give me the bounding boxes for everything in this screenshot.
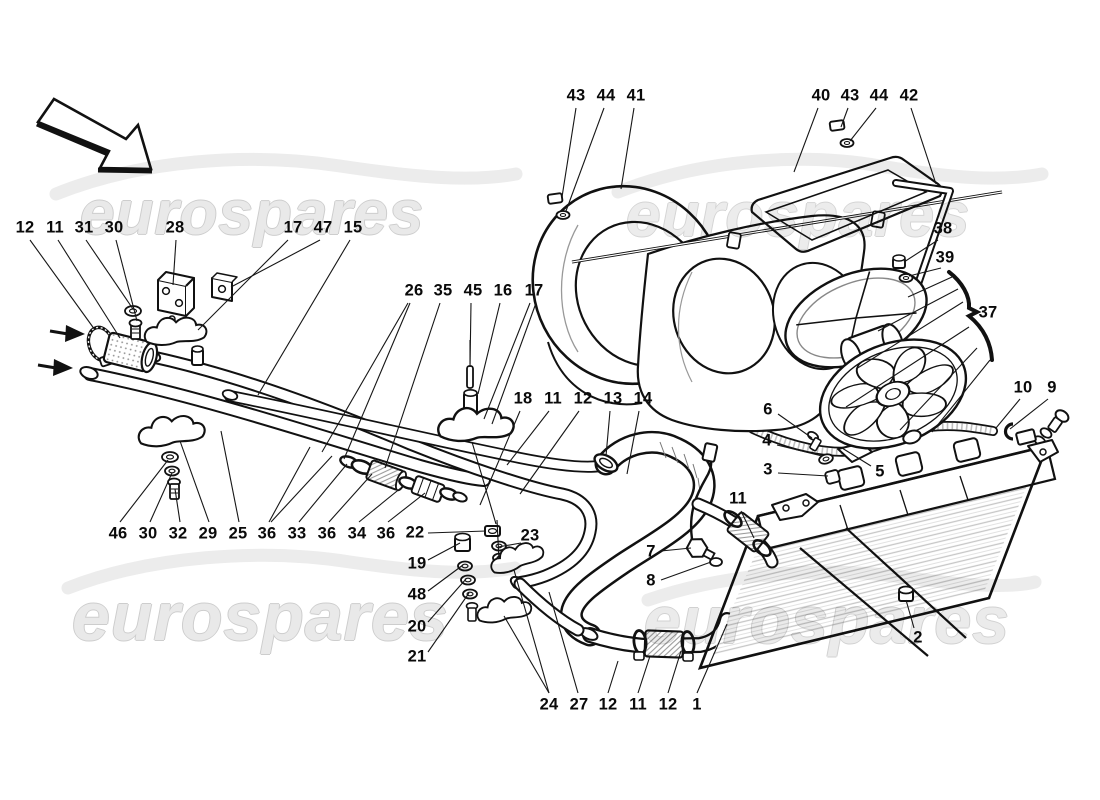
- pipe-27: [513, 577, 585, 637]
- part-number-6: 6: [763, 400, 773, 419]
- shroud-support-rod: [571, 190, 1003, 264]
- water-pipe-front: [79, 365, 491, 487]
- part-number-47: 47: [313, 218, 333, 237]
- part-number-44: 44: [869, 86, 889, 105]
- part-number-37: 37: [978, 303, 998, 322]
- part-number-27: 27: [569, 695, 589, 714]
- part-number-10: 10: [1013, 378, 1033, 397]
- part-number-36: 36: [317, 524, 337, 543]
- part-number-40: 40: [811, 86, 831, 105]
- part-number-45: 45: [463, 281, 483, 300]
- washers-bolt-46-30-32: [161, 451, 181, 500]
- part-number-13: 13: [603, 389, 623, 408]
- nut-43b: [828, 119, 846, 132]
- flow-arrow-right-lower-icon: [37, 359, 73, 376]
- part-number-16: 16: [493, 281, 513, 300]
- part-number-17: 17: [283, 218, 303, 237]
- part-number-38: 38: [933, 219, 953, 238]
- part-number-11: 11: [46, 218, 64, 237]
- part-number-30: 30: [104, 218, 124, 237]
- part-number-43: 43: [566, 86, 586, 105]
- transfer-pipe: [221, 389, 606, 473]
- part-number-4: 4: [762, 431, 772, 450]
- part-number-14: 14: [633, 389, 653, 408]
- part-number-30: 30: [138, 524, 158, 543]
- part-number-11: 11: [629, 695, 647, 714]
- hose-clip-9: [1003, 422, 1014, 441]
- radiator-core-fins: [712, 458, 1038, 656]
- bleed-screw-9-area: [1027, 409, 1070, 463]
- part-number-8: 8: [646, 571, 656, 590]
- part-number-12: 12: [658, 695, 678, 714]
- spacer-47b: [191, 345, 204, 366]
- part-number-33: 33: [287, 524, 307, 543]
- part-number-28: 28: [165, 218, 185, 237]
- nut-43a: [546, 192, 564, 205]
- part-number-41: 41: [626, 86, 646, 105]
- part-number-12: 12: [15, 218, 35, 237]
- part-number-29: 29: [198, 524, 218, 543]
- radiator-inlet-tube: [691, 497, 779, 569]
- part-number-23: 23: [520, 526, 540, 545]
- plate-47: [211, 272, 238, 302]
- part-number-44: 44: [596, 86, 616, 105]
- part-number-9: 9: [1047, 378, 1057, 397]
- part-number-34: 34: [347, 524, 367, 543]
- part-number-39: 39: [935, 248, 955, 267]
- bottom-hose-run: [579, 612, 735, 662]
- shroud-fasteners: [546, 119, 914, 283]
- part-number-12: 12: [573, 389, 593, 408]
- part-number-7: 7: [646, 542, 656, 561]
- nut-22: [484, 525, 501, 537]
- part-number-24: 24: [539, 695, 559, 714]
- part-number-31: 31: [74, 218, 94, 237]
- part-number-15: 15: [343, 218, 363, 237]
- part-number-26: 26: [404, 281, 424, 300]
- part-number-43: 43: [840, 86, 860, 105]
- part-number-12: 12: [598, 695, 618, 714]
- part-number-36: 36: [257, 524, 277, 543]
- part-number-2: 2: [913, 628, 923, 647]
- part-number-18: 18: [513, 389, 533, 408]
- flow-arrow-right-upper-icon: [49, 325, 85, 342]
- part-number-20: 20: [407, 617, 427, 636]
- part-number-36: 36: [376, 524, 396, 543]
- coupling-sleeves: [339, 455, 468, 503]
- leader-lines: [29, 107, 1049, 694]
- part-number-11: 11: [544, 389, 562, 408]
- part-number-5: 5: [875, 462, 885, 481]
- thermo-switch-7: [685, 442, 723, 567]
- part-number-32: 32: [168, 524, 188, 543]
- pipe-sleeve-left: [102, 331, 159, 374]
- part-number-25: 25: [228, 524, 248, 543]
- bushing-19: [454, 532, 471, 552]
- part-number-35: 35: [433, 281, 453, 300]
- part-number-48: 48: [407, 585, 427, 604]
- part-number-3: 3: [763, 460, 773, 479]
- part-number-21: 21: [407, 647, 427, 666]
- bolt-30: [128, 318, 143, 340]
- part-number-1: 1: [692, 695, 702, 714]
- s-hose: [559, 430, 716, 647]
- part-number-17: 17: [524, 281, 544, 300]
- radiator-inlet-bracket: [771, 493, 819, 521]
- part-number-22: 22: [405, 523, 425, 542]
- part-number-19: 19: [407, 554, 427, 573]
- part-number-46: 46: [108, 524, 128, 543]
- part-number-42: 42: [899, 86, 919, 105]
- part-number-11: 11: [729, 489, 747, 508]
- group-brace-37: [947, 270, 994, 362]
- clamp-cushion-17b: [435, 403, 516, 525]
